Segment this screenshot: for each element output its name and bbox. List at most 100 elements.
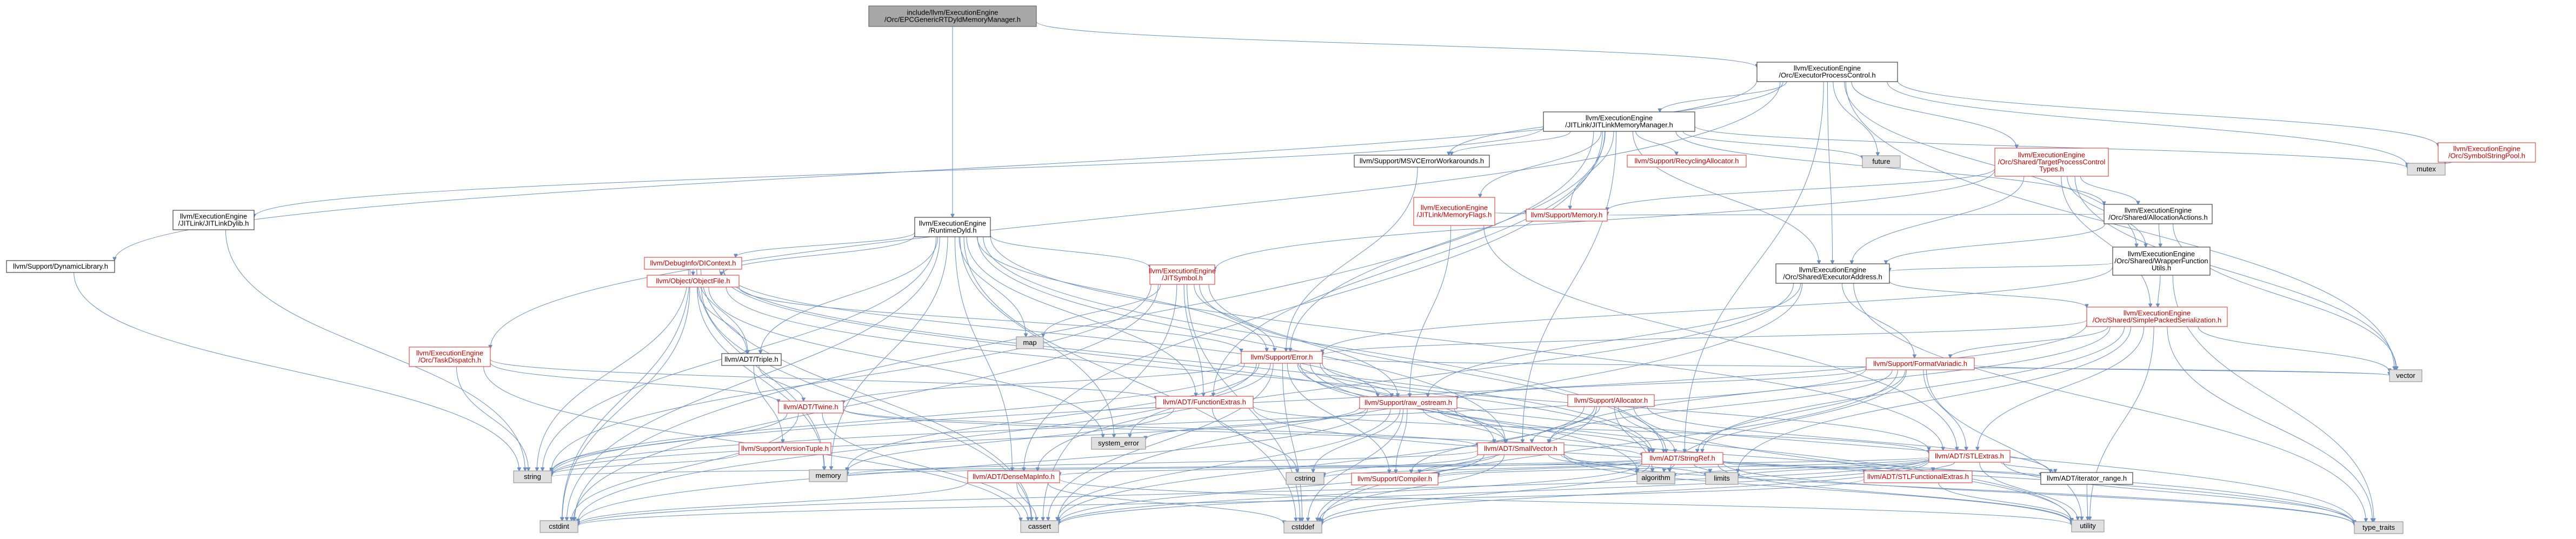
graph-node-box [1705,472,1739,485]
graph-node-vector: vector [2389,369,2422,382]
graph-node-memory[interactable]: llvm/Support/Memory.h [1526,209,1608,222]
edge-rawostream-to-cassert [1057,408,1391,521]
graph-node-dynlib[interactable]: llvm/Support/DynamicLibrary.h [6,260,115,273]
graph-node-tpctypes[interactable]: llvm/ExecutionEngine/Orc/Shared/TargetPr… [1994,148,2109,177]
edge-stlextras-to-algorithm [1675,458,1929,476]
edge-rtdyld-to-cstddef [963,236,1296,521]
graph-node-box [1994,148,2109,177]
edge-jitlinkmm-to-future [1682,131,1862,159]
edge-jitlinkmm-to-functionextras [1213,131,1605,396]
graph-node-jitsymbol[interactable]: llvm/ExecutionEngine/JITSymbol.h [1149,264,1216,285]
graph-node-rawostream[interactable]: llvm/Support/raw_ostream.h [1359,396,1457,409]
graph-node-stlfunctional[interactable]: llvm/ADT/STLFunctionalExtras.h [1863,470,1973,483]
graph-node-box [1149,264,1215,285]
edge-objectfile-to-triple [697,287,747,354]
graph-node-msvcerr[interactable]: llvm/Support/MSVCErrorWorkarounds.h [1354,155,1490,168]
graph-node-label: llvm/Support/Error.h [1251,353,1313,361]
graph-node-label: llvm/ADT/Twine.h [783,403,838,411]
edge-error-to-memoryh [847,363,1260,471]
graph-node-label: llvm/Support/Allocator.h [1574,396,1648,404]
edge-versiontuple-to-string [551,454,740,475]
graph-node-box [1862,155,1901,168]
graph-node-allocator[interactable]: llvm/Support/Allocator.h [1567,394,1655,407]
graph-node-rtdyld[interactable]: llvm/ExecutionEngine/RuntimeDyld.h [914,217,991,237]
edge-wrapperfn-to-error [1322,266,2113,353]
graph-node-iteratorrange[interactable]: llvm/ADT/iterator_range.h [2040,472,2133,485]
graph-node-recycling[interactable]: llvm/Support/RecyclingAllocator.h [1627,155,1747,168]
graph-node-label: limits [1714,474,1730,482]
graph-node-systemerror: system_error [1091,437,1146,450]
graph-node-cassert: cassert [1020,520,1059,533]
edge-allocator-to-smallvector [1532,406,1600,443]
edge-error-to-rawostream [1298,363,1392,397]
graph-node-error[interactable]: llvm/Support/Error.h [1241,351,1323,364]
graph-node-box [1354,155,1490,168]
graph-node-label: llvm/ExecutionEngine/RuntimeDyld.h [919,219,986,235]
edge-objectfile-to-memoryh [697,287,824,470]
edge-taskdispatch-to-twine [490,362,778,402]
graph-node-spsser[interactable]: llvm/ExecutionEngine/Orc/Shared/SimplePa… [2086,307,2228,327]
edge-taskdispatch-to-string [456,366,528,471]
graph-node-taskdispatch[interactable]: llvm/ExecutionEngine/Orc/TaskDispatch.h [409,347,491,367]
graph-node-root[interactable]: include/llvm/ExecutionEngine/Orc/EPCGene… [868,5,1037,27]
graph-node-label: llvm/Support/Compiler.h [1357,475,1432,483]
graph-node-label: algorithm [1641,474,1670,482]
graph-node-execaddr[interactable]: llvm/ExecutionEngine/Orc/Shared/Executor… [1775,263,1890,284]
edge-stringref-to-limits [1694,464,1710,473]
edge-objectfile-to-cstdint [562,287,690,521]
graph-node-twine[interactable]: llvm/ADT/Twine.h [778,401,844,414]
edge-execaddr-to-densemapinfo [1037,283,1794,471]
graph-node-stlextras[interactable]: llvm/ADT/STLExtras.h [1928,450,2011,463]
graph-node-label: llvm/Object/ObjectFile.h [656,277,730,285]
graph-node-dicontext[interactable]: llvm/DebugInfo/DIContext.h [644,257,742,270]
graph-node-label: future [1872,157,1890,165]
graph-node-functionextras[interactable]: llvm/ADT/FunctionExtras.h [1155,396,1254,409]
graph-node-wrapperfn[interactable]: llvm/ExecutionEngine/Orc/Shared/WrapperF… [2112,247,2211,276]
graph-node-densemapinfo[interactable]: llvm/ADT/DenseMapInfo.h [967,470,1060,483]
graph-node-label: string [524,473,541,481]
graph-node-compiler[interactable]: llvm/Support/Compiler.h [1351,473,1439,485]
graph-node-box [1283,521,1322,534]
edge-formatvariadic-to-cstddef [1322,369,1898,522]
edge-rawostream-to-smallvector [1422,408,1506,443]
edge-spsser-to-stlextras [1978,326,2145,450]
edge-tpctypes-to-execaddr [1852,176,2025,264]
edge-rawostream-to-cstring [1313,408,1401,473]
graph-node-label: llvm/ExecutionEngine/Orc/Shared/TargetPr… [1998,151,2106,173]
graph-node-box [1636,471,1675,484]
edge-spsser-to-smallvector [1549,326,2111,443]
graph-node-triple[interactable]: llvm/ADT/Triple.h [721,353,782,366]
edge-epc-to-vector [1845,81,2394,370]
graph-node-label: map [1023,338,1036,347]
graph-node-allocactions[interactable]: llvm/ExecutionEngine/Orc/Shared/Allocati… [2104,204,2213,224]
graph-node-label: llvm/Support/MSVCErrorWorkarounds.h [1360,157,1484,165]
edge-epc-to-execaddr [1827,81,1832,264]
graph-node-ssp[interactable]: llvm/ExecutionEngine/Orc/SymbolStringPoo… [2438,142,2536,163]
graph-node-memflags[interactable]: llvm/ExecutionEngine/JITLink/MemoryFlags… [1413,197,1495,226]
graph-node-versiontuple[interactable]: llvm/Support/VersionTuple.h [738,442,831,455]
edge-formatvariadic-to-smallvector [1549,369,1893,443]
graph-node-formatvariadic[interactable]: llvm/Support/FormatVariadic.h [1866,357,1975,370]
edge-layer [74,21,2452,526]
graph-node-box [2040,472,2133,485]
graph-node-label: llvm/ADT/STLFunctionalExtras.h [1867,473,1969,481]
graph-node-label: llvm/ExecutionEngine/JITSymbol.h [1149,267,1216,282]
edge-stlextras-to-typetraits [2003,462,2354,523]
graph-node-box [1241,351,1323,364]
edge-memflags-to-stlextras [1483,225,1957,450]
graph-node-smallvector[interactable]: llvm/ADT/SmallVector.h [1477,442,1565,455]
edge-twine-to-string [551,412,788,472]
graph-node-epc[interactable]: llvm/ExecutionEngine/Orc/ExecutorProcess… [1756,62,1898,82]
graph-node-label: system_error [1098,439,1140,447]
edge-formatvariadic-to-utility [1926,369,2081,520]
graph-node-jitlinkdylib[interactable]: llvm/ExecutionEngine/JITLink/JITLinkDyli… [172,210,255,230]
edge-stlextras-to-cassert [1059,459,1929,525]
graph-node-stringref[interactable]: llvm/ADT/StringRef.h [1641,452,1723,465]
edge-stlextras-to-cstdint [578,458,1929,526]
graph-node-utility: utility [2071,520,2105,533]
graph-node-objectfile[interactable]: llvm/Object/ObjectFile.h [647,275,740,288]
graph-node-jitlinkmm[interactable]: llvm/ExecutionEngine/JITLink/JITLinkMemo… [1543,111,1695,132]
graph-node-label: llvm/Support/raw_ostream.h [1364,398,1452,407]
edge-rawostream-to-cstddef [1308,408,1404,521]
